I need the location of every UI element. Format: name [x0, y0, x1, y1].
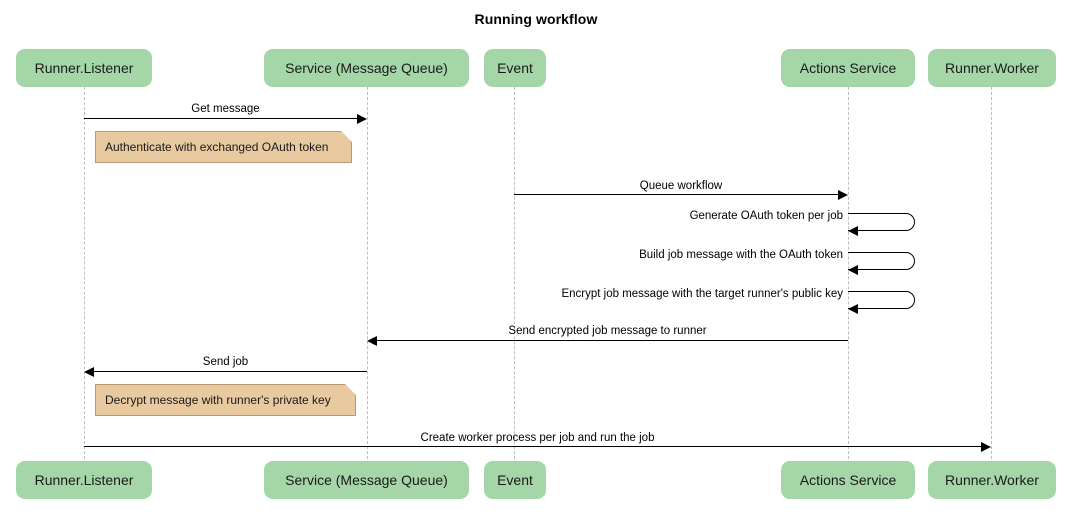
- participant-label: Runner.Worker: [945, 472, 1039, 488]
- lifeline-service-message-queue: [367, 87, 368, 459]
- message-label-encrypt-job-message-with-the-target-runners-public-key: Encrypt job message with the target runn…: [561, 288, 843, 300]
- note-decrypt: Decrypt message with runner's private ke…: [95, 384, 356, 416]
- arrowhead-queue-workflow: [838, 189, 848, 200]
- message-label-queue-workflow: Queue workflow: [639, 180, 723, 192]
- participant-event-bottom[interactable]: Event: [484, 461, 546, 499]
- participant-actions-service-bottom[interactable]: Actions Service: [781, 461, 915, 499]
- arrowhead-build-job-message-with-the-oauth-token: [848, 265, 858, 275]
- message-line-queue-workflow: [514, 194, 839, 195]
- lifeline-runner-worker: [991, 87, 992, 459]
- message-line-create-worker-process-per-job-and-run-the-job: [84, 446, 982, 447]
- selfloop-generate-oauth-token-per-job: [848, 213, 915, 231]
- participant-label: Runner.Worker: [945, 60, 1039, 76]
- lifeline-runner-listener: [84, 87, 85, 459]
- message-label-send-encrypted-job-message-to-runner: Send encrypted job message to runner: [508, 325, 707, 337]
- participant-actions-service-top[interactable]: Actions Service: [781, 49, 915, 87]
- arrowhead-send-encrypted-job-message-to-runner: [367, 335, 377, 346]
- participant-runner-worker-bottom[interactable]: Runner.Worker: [928, 461, 1056, 499]
- note-fold-edge-icon: [337, 131, 352, 146]
- participant-runner-listener-bottom[interactable]: Runner.Listener: [16, 461, 152, 499]
- selfloop-encrypt-job-message-with-the-target-runners-public-key: [848, 291, 915, 309]
- message-line-send-job: [94, 371, 367, 372]
- participant-runner-listener-top[interactable]: Runner.Listener: [16, 49, 152, 87]
- participant-service-message-queue-bottom[interactable]: Service (Message Queue): [264, 461, 469, 499]
- note-authenticate: Authenticate with exchanged OAuth token: [95, 131, 352, 163]
- participant-label: Service (Message Queue): [285, 60, 448, 76]
- participant-label: Event: [497, 472, 533, 488]
- participant-runner-worker-top[interactable]: Runner.Worker: [928, 49, 1056, 87]
- message-label-get-message: Get message: [191, 103, 260, 115]
- participant-event-top[interactable]: Event: [484, 49, 546, 87]
- diagram-title: Running workflow: [474, 11, 598, 27]
- arrowhead-create-worker-process-per-job-and-run-the-job: [981, 441, 991, 452]
- arrowhead-send-job: [84, 366, 94, 377]
- participant-label: Event: [497, 60, 533, 76]
- arrowhead-generate-oauth-token-per-job: [848, 226, 858, 236]
- participant-label: Service (Message Queue): [285, 472, 448, 488]
- lifeline-event: [514, 87, 515, 459]
- message-label-create-worker-process-per-job-and-run-the-job: Create worker process per job and run th…: [420, 432, 655, 444]
- note-text: Authenticate with exchanged OAuth token: [105, 140, 329, 154]
- note-fold-edge-icon: [341, 384, 356, 399]
- participant-label: Runner.Listener: [34, 472, 134, 488]
- message-line-send-encrypted-job-message-to-runner: [377, 340, 848, 341]
- participant-label: Runner.Listener: [34, 60, 134, 76]
- arrowhead-encrypt-job-message-with-the-target-runners-public-key: [848, 304, 858, 314]
- arrowhead-get-message: [357, 113, 367, 124]
- message-label-send-job: Send job: [202, 356, 249, 368]
- participant-service-message-queue-top[interactable]: Service (Message Queue): [264, 49, 469, 87]
- note-text: Decrypt message with runner's private ke…: [105, 393, 331, 407]
- message-label-build-job-message-with-the-oauth-token: Build job message with the OAuth token: [639, 249, 843, 261]
- selfloop-build-job-message-with-the-oauth-token: [848, 252, 915, 270]
- participant-label: Actions Service: [799, 60, 897, 76]
- message-label-generate-oauth-token-per-job: Generate OAuth token per job: [689, 210, 843, 222]
- message-line-get-message: [84, 118, 358, 119]
- participant-label: Actions Service: [799, 472, 897, 488]
